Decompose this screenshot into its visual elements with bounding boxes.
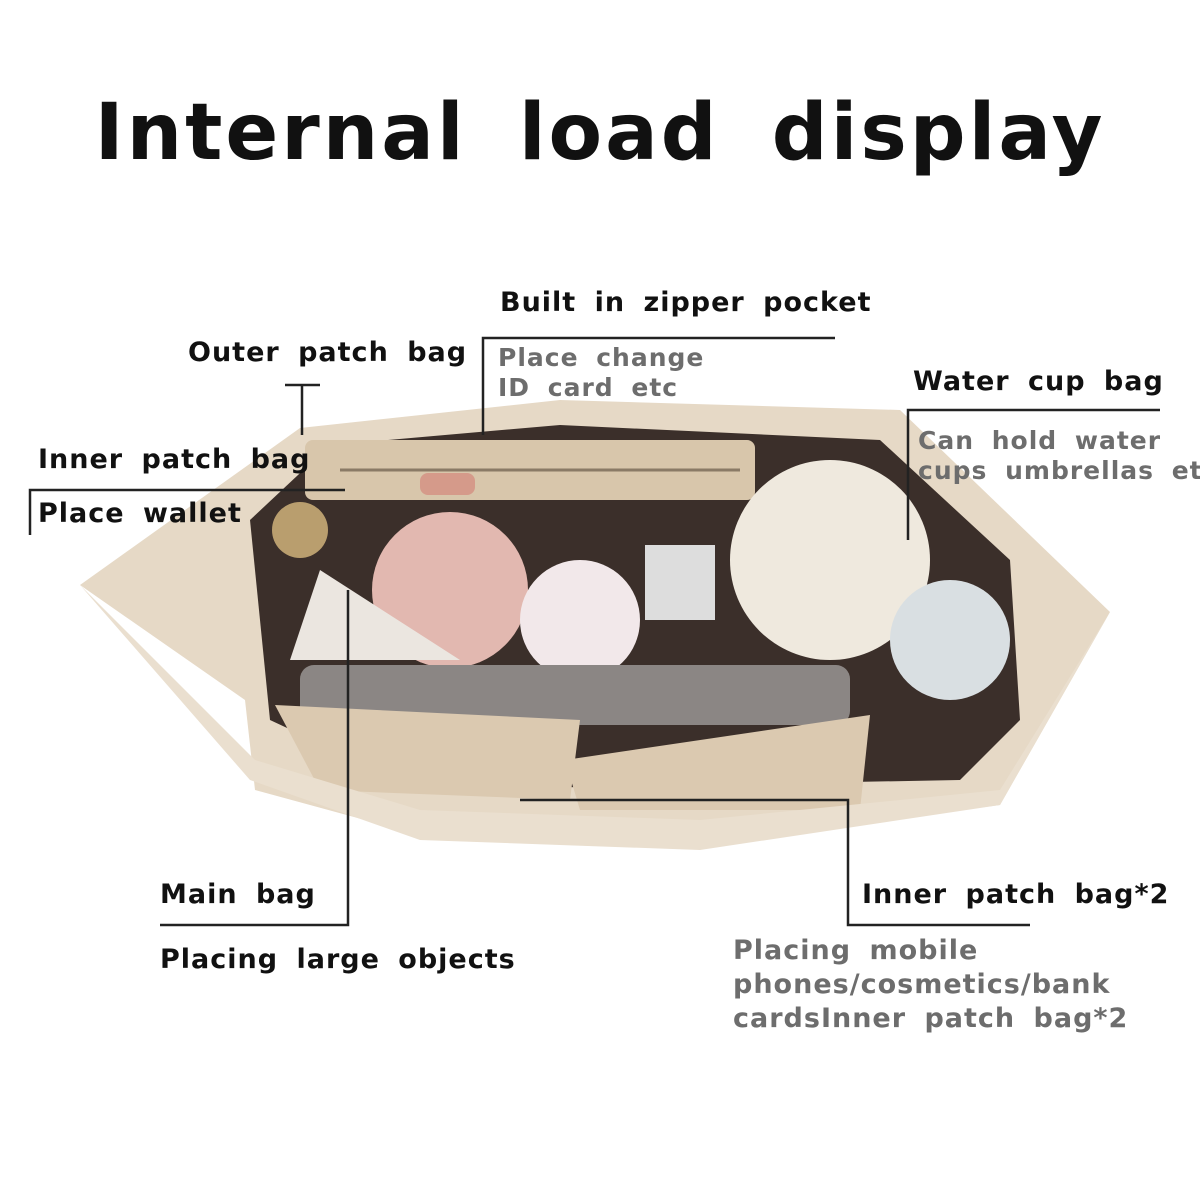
desc-line: Can hold water [918, 426, 1162, 455]
desc-line: phones/cosmetics/bank [733, 969, 1111, 1000]
zipper-pull [420, 473, 475, 495]
desc-line: ID card etc [498, 373, 679, 402]
desc-line: Place change [498, 343, 705, 372]
inner-patch2-desc: Placing mobile phones/cosmetics/bank car… [733, 934, 1128, 1036]
inner-patch2-label: Inner patch bag*2 [862, 879, 1170, 910]
perfume-box [645, 545, 715, 620]
desc-line: Placing mobile [733, 935, 979, 966]
outer-patch-label: Outer patch bag [188, 337, 468, 368]
triangle-item [290, 570, 460, 660]
front-pocket-left [275, 705, 580, 800]
perfume-cap [272, 502, 328, 558]
front-pocket-right [565, 715, 870, 810]
bottle [890, 580, 1010, 700]
leader-lines [28, 336, 1160, 927]
water-cup-label: Water cup bag [913, 366, 1164, 397]
desc-line: cups umbrellas etc [918, 456, 1200, 485]
inner-patch-desc: Place wallet [38, 498, 242, 529]
water-cup-lid [730, 460, 930, 660]
main-bag-desc: Placing large objects [160, 944, 516, 975]
compact-white [520, 560, 640, 680]
zipper-pocket-desc: Place change ID card etc [498, 343, 704, 403]
inner-patch-label: Inner patch bag [38, 444, 311, 475]
phone [300, 665, 850, 725]
zipper-pocket-label: Built in zipper pocket [500, 287, 872, 318]
page-title: Internal load display [94, 88, 1106, 178]
desc-line: cardsInner patch bag*2 [733, 1003, 1129, 1034]
water-cup-desc: Can hold water cups umbrellas etc [918, 426, 1200, 486]
main-bag-label: Main bag [160, 879, 316, 910]
